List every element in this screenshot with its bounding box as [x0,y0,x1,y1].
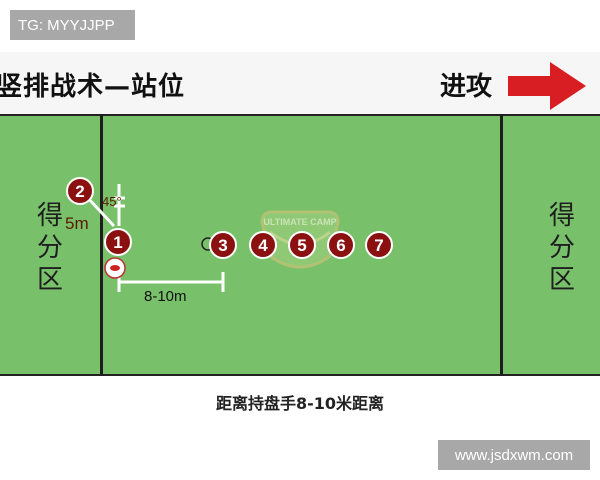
right-endzone-label: 得分区 [548,201,575,295]
player-2: 2 [66,177,94,205]
angle-guides [85,184,125,228]
distance-mark-label: 8-10m [144,288,187,305]
player-6-number: 6 [336,236,345,255]
attack-label: 进攻 [440,72,493,102]
watermark-top: TG: MYYJJPP [10,10,135,40]
diagram-title: 竖排战术—站位 [0,72,186,102]
title-bar [0,52,600,114]
right-goal-line [500,114,503,376]
player-1: 1 [104,228,132,256]
attack-arrow-icon [508,62,586,110]
angle-label: 45° [102,194,122,209]
left-goal-line [100,114,103,376]
player-7: 7 [365,231,393,259]
player-3: 3 [209,231,237,259]
player-1-number: 1 [113,233,122,252]
player-5: 5 [288,231,316,259]
watermark-bottom: www.jsdxwm.com [438,440,590,470]
player-6: 6 [327,231,355,259]
disc-icon [104,257,126,279]
player-3-number: 3 [218,236,227,255]
caption: 距离持盘手8-10米距离 [0,378,600,426]
left-endzone-label: 得分区 [36,201,63,295]
player-7-number: 7 [374,236,383,255]
player-4-number: 4 [258,236,268,255]
player-4: 4 [249,231,277,259]
player-5-number: 5 [297,236,306,255]
distance-short-label: 5m [65,214,89,233]
logo-text: ULTIMATE CAMP [263,217,336,227]
player-2-number: 2 [75,182,84,201]
